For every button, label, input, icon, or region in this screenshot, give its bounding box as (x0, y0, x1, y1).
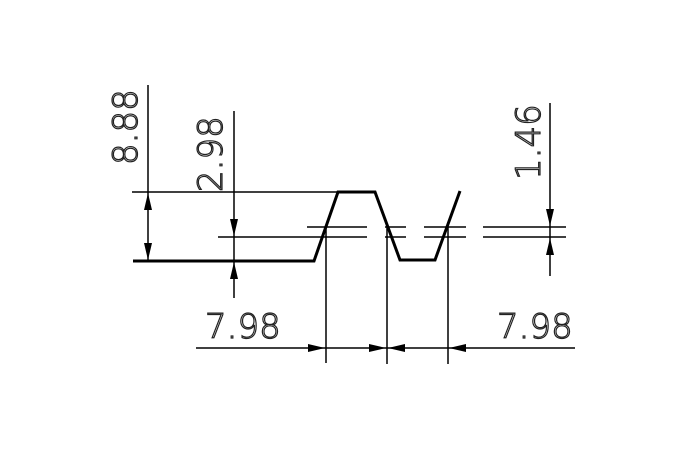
groove-profile (133, 190, 462, 263)
dim-widths: 7.98 7.98 (196, 227, 575, 364)
dim-label-pitch-band: 1.46 (509, 104, 549, 180)
dim-8-88: 8.88 (105, 85, 152, 261)
dim-2-98: 2.98 (190, 111, 238, 298)
dim-label-total-height: 8.88 (106, 89, 146, 165)
dim-label-left-width: 7.98 (205, 307, 281, 347)
dim-1-46: 1.46 (508, 103, 554, 276)
dim-label-right-width: 7.98 (497, 307, 573, 347)
pitch-lines (218, 226, 566, 238)
dim-label-groove-height: 2.98 (191, 116, 231, 192)
